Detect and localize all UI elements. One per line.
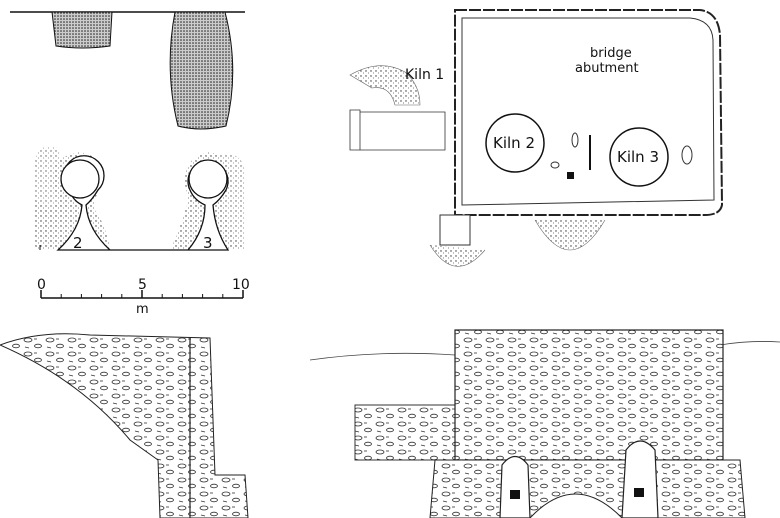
front-elevation (309, 329, 780, 518)
kiln-keyhole-section: 2 3 (35, 146, 245, 252)
plan-label-kiln-1: Kiln 1 (405, 67, 444, 83)
scale-tick-5: 5 (138, 277, 147, 293)
scale-unit: m (136, 302, 149, 317)
scale-tick-0: 0 (37, 277, 46, 293)
section-label-kiln-2: 2 (73, 234, 83, 252)
site-plan: Kiln 1 bridge abutment Kiln 2 Kiln 3 (349, 9, 724, 267)
plan-label-kiln-2: Kiln 2 (493, 134, 535, 152)
plan-label-bridge: bridge (590, 46, 632, 61)
section-label-kiln-3: 3 (203, 234, 213, 252)
kiln-section-top (10, 11, 245, 130)
scale-bar: 0 5 10 m (37, 277, 250, 317)
side-elevation (0, 333, 249, 518)
plan-label-kiln-3: Kiln 3 (617, 148, 659, 166)
plan-label-abutment: abutment (575, 61, 639, 76)
scale-tick-10: 10 (232, 277, 250, 293)
